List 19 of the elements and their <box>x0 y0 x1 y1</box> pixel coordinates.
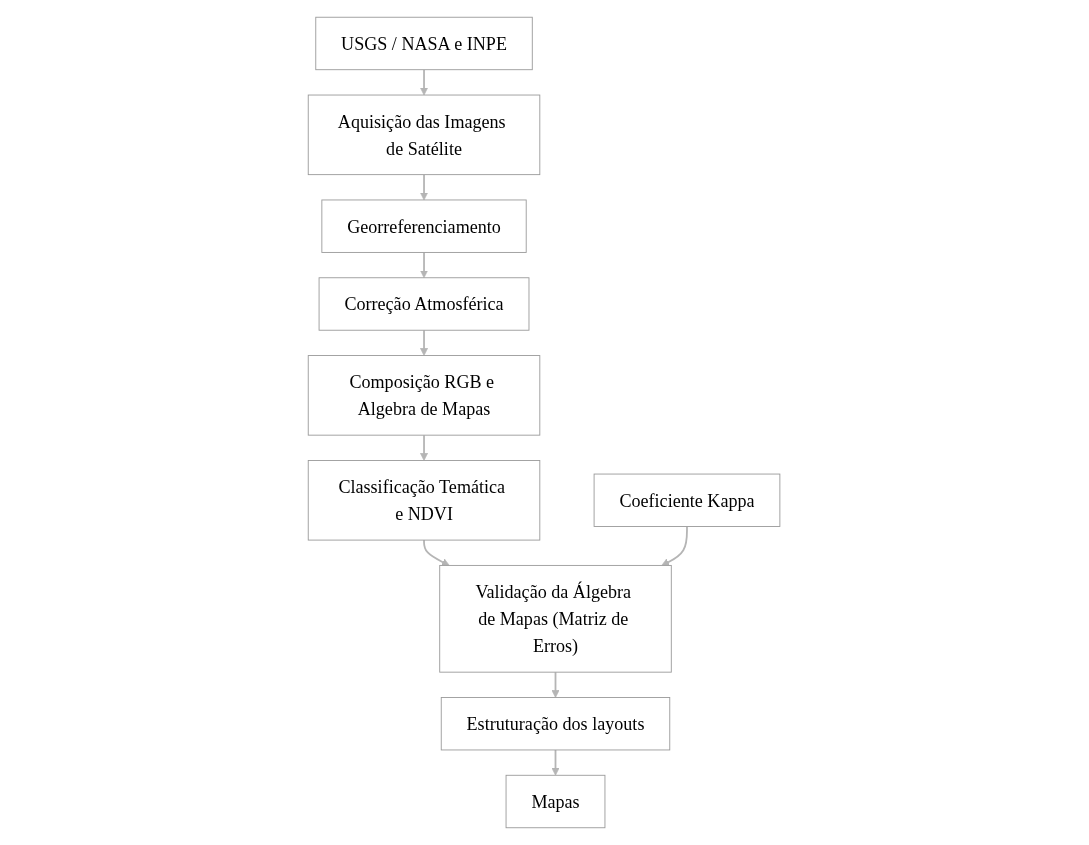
arrow <box>551 749 560 776</box>
node-box: Composição RGB e Algebra de Mapas <box>308 355 541 436</box>
arrow <box>423 539 451 566</box>
arrow <box>420 329 429 356</box>
arrow <box>551 671 560 698</box>
node-box: Validação da Álgebra de Mapas (Matriz de Erros) <box>439 564 673 673</box>
node-box: Aquisição das Imagens de Satélite <box>308 94 541 176</box>
arrow <box>420 68 429 96</box>
node-box: Georreferenciamento <box>321 199 528 253</box>
arrow <box>420 434 429 461</box>
arrow <box>661 525 689 566</box>
node-box: Correção Atmosférica <box>319 277 530 331</box>
node-box: Mapas <box>506 774 606 829</box>
node-box: USGS / NASA e INPE <box>315 16 534 71</box>
arrow <box>420 251 429 279</box>
node-box: Coeficiente Kappa <box>594 473 781 527</box>
arrow <box>420 173 429 201</box>
node-box: Classificação Temática e NDVI <box>308 460 541 541</box>
node-box: Estruturação dos layouts <box>441 697 671 751</box>
